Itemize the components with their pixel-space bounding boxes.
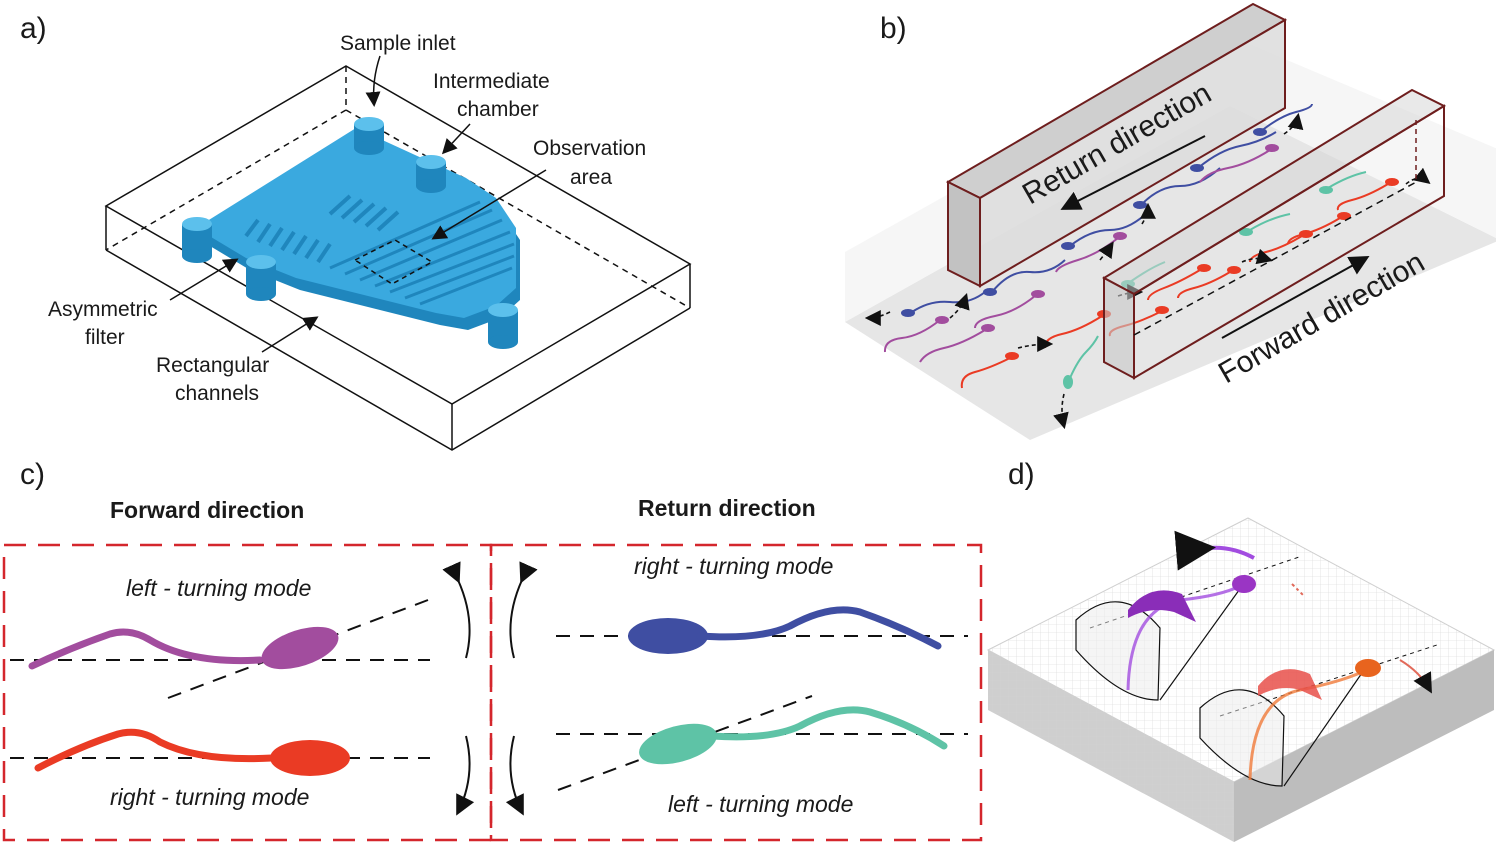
arrow-sample-inlet [365, 55, 381, 107]
arrow-asymmetric-filter [169, 258, 239, 301]
arrow-observation-area [431, 169, 547, 240]
grid-platform [986, 517, 1496, 842]
mode-forward-top: left - turning mode [126, 575, 311, 601]
trajectory-orange [1199, 643, 1441, 787]
panel-b: b) [845, 2, 1496, 440]
label-asymmetric-2: filter [85, 326, 125, 349]
arrow-rectangular-channels [261, 316, 319, 353]
box-return [489, 543, 983, 842]
mode-return-top: right - turning mode [634, 553, 833, 579]
box-forward [2, 543, 493, 842]
label-rectangular-2: channels [175, 382, 259, 405]
sperm-forward-left-turning [10, 599, 430, 699]
panel-a-label: a) [20, 12, 47, 45]
panel-a: a) [20, 12, 692, 451]
chip-pillars [182, 117, 518, 349]
panel-a-callouts: Sample inlet Intermediate chamber Observ… [48, 32, 646, 405]
arrow-forward-up [442, 561, 471, 659]
label-observation-2: area [570, 166, 612, 189]
label-observation-1: Observation [533, 137, 646, 160]
sperm-forward-right-turning [10, 728, 430, 776]
panel-b-label: b) [880, 12, 907, 45]
arrow-return-down [505, 735, 524, 816]
arrow-return-up [509, 561, 538, 659]
sperm-return-left-turning [556, 695, 968, 791]
mode-return-bottom: left - turning mode [668, 791, 853, 817]
heading-return-direction: Return direction [638, 495, 816, 521]
trajectory-purple [1075, 530, 1305, 701]
label-sample-inlet: Sample inlet [340, 32, 456, 55]
arrow-forward-down [456, 735, 475, 816]
panel-d-label: d) [1008, 458, 1035, 491]
label-intermediate-2: chamber [457, 98, 539, 121]
heading-forward-direction: Forward direction [110, 497, 304, 523]
panel-c: c) Forward direction Return direction le… [2, 458, 983, 842]
motion-arrows-b [864, 112, 1431, 430]
arrow-return-direction [1060, 135, 1206, 210]
microfluidic-chip [182, 117, 520, 349]
wall-forward [1101, 88, 1447, 380]
panel-c-label: c) [20, 458, 45, 491]
chip-box [104, 65, 692, 451]
arrow-intermediate-chamber [441, 123, 471, 155]
arrow-forward-direction [1221, 256, 1370, 339]
label-intermediate-1: Intermediate [433, 70, 550, 93]
label-asymmetric-1: Asymmetric [48, 298, 158, 321]
sperm-return-right-turning [556, 606, 968, 654]
wall-return [945, 2, 1288, 288]
mode-forward-bottom: right - turning mode [110, 784, 309, 810]
panel-d: d) [986, 458, 1496, 842]
label-rectangular-1: Rectangular [156, 354, 269, 377]
